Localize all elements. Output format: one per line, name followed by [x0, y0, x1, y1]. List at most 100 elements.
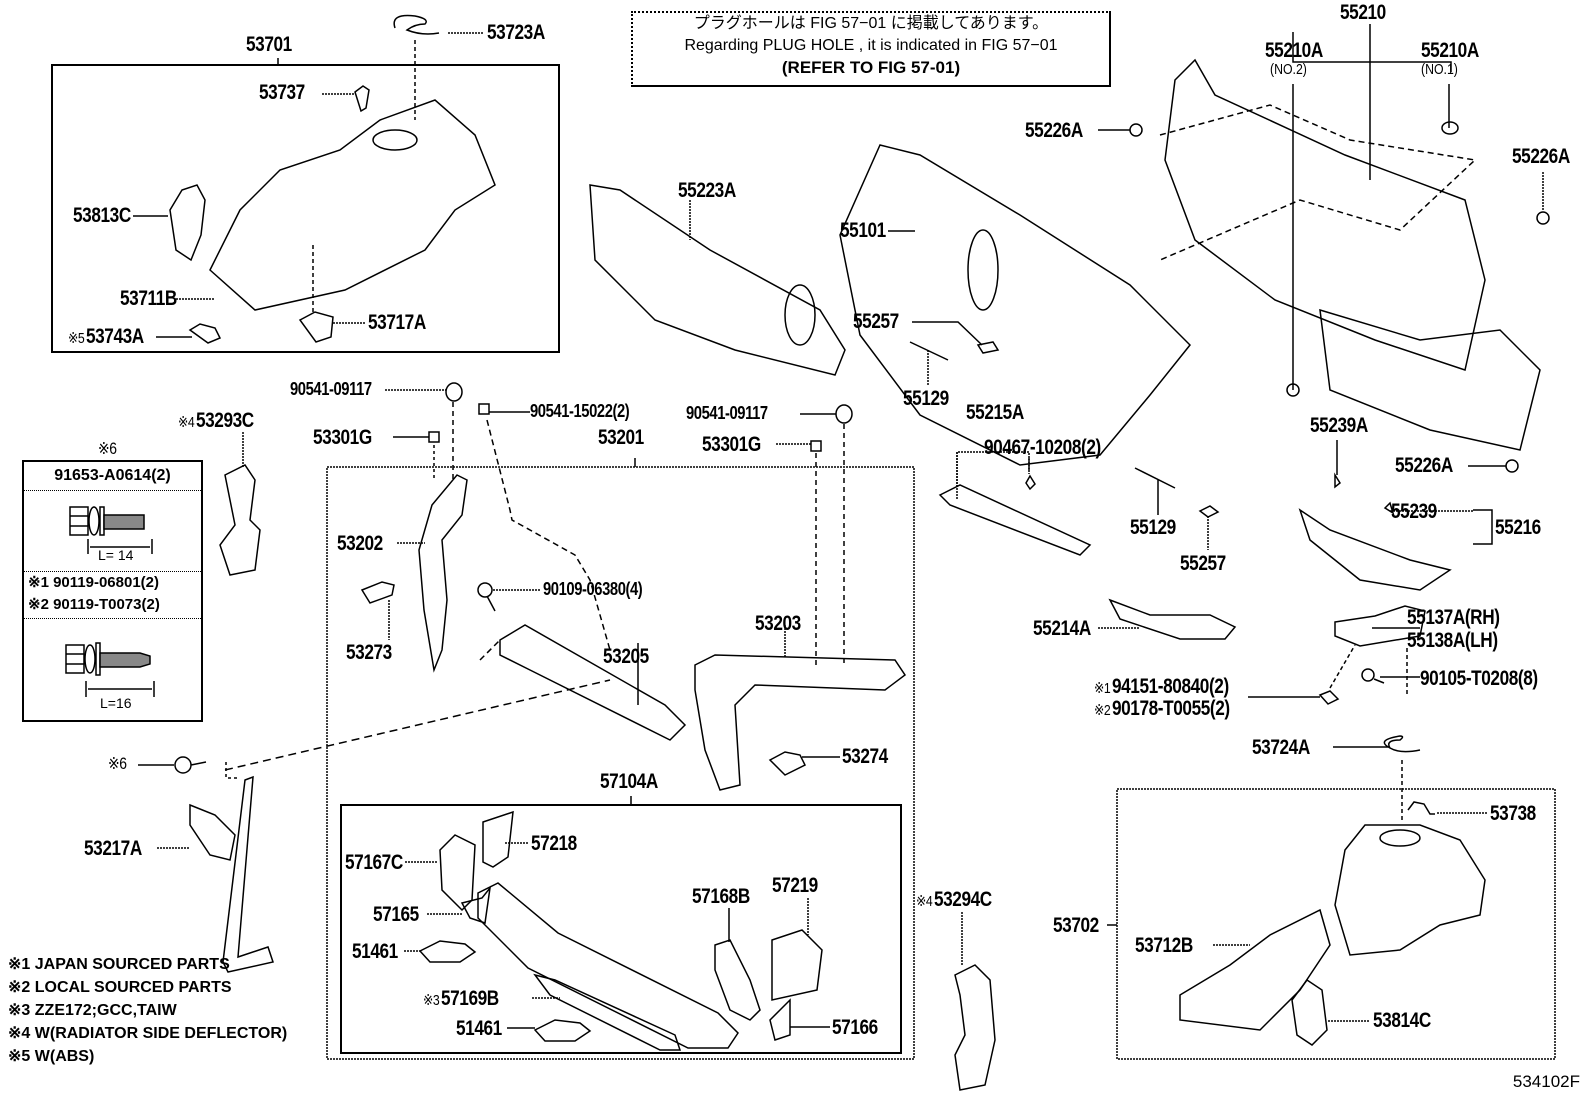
part-label-55210A-no2[interactable]: 55210A [1265, 39, 1323, 62]
group-label-53201[interactable]: 53201 [598, 426, 644, 449]
dash-53205 [479, 639, 501, 661]
part-label-55226A-lower[interactable]: 55226A [1395, 454, 1453, 477]
part-label-57165[interactable]: 57165 [373, 903, 419, 926]
leader-55257a [912, 321, 983, 346]
part-55101 [839, 144, 1192, 466]
part-label-55214A[interactable]: 55214A [1033, 617, 1091, 640]
part-label-53294C[interactable]: ※453294C [916, 888, 992, 911]
part-label-90541-15022[interactable]: 90541-15022(2) [530, 401, 630, 421]
part-53293C [219, 464, 261, 576]
part-label-90105-T0208[interactable]: 90105-T0208(8) [1420, 667, 1538, 690]
part-label-90467-10208[interactable]: 90467-10208(2) [984, 436, 1101, 459]
part-53274 [768, 751, 807, 776]
part-label-53293C[interactable]: ※453293C [178, 409, 254, 432]
part-label-53301G-left[interactable]: 53301G [313, 426, 372, 449]
part-label-55210A-no1[interactable]: 55210A [1421, 39, 1479, 62]
part-label-6-bolt[interactable]: ※6 [108, 754, 127, 773]
part-label-55223A[interactable]: 55223A [678, 179, 736, 202]
part-label-53743A[interactable]: ※553743A [68, 325, 144, 348]
part-label-55137A-rh[interactable]: 55137A(RH) [1407, 606, 1500, 629]
bolt-a-icon [69, 506, 153, 554]
part-53217A [189, 775, 274, 973]
part-label-53202[interactable]: 53202 [337, 532, 383, 555]
bolt-b2-part-number[interactable]: ※2 90119-T0073(2) [28, 596, 160, 613]
part-label-53813C[interactable]: 53813C [73, 204, 131, 227]
part-55129b [1134, 467, 1176, 489]
part-label-53301G-right[interactable]: 53301G [702, 433, 761, 456]
part-90109-bolt [477, 582, 496, 612]
part-label-57168B[interactable]: 57168B [692, 885, 750, 908]
part-label-55129-lower[interactable]: 55129 [1130, 516, 1176, 539]
part-53814C [1291, 978, 1328, 1046]
part-label-55239A[interactable]: 55239A [1310, 414, 1368, 437]
part-label-53737[interactable]: 53737 [259, 81, 305, 104]
part-label-53217A[interactable]: 53217A [84, 837, 142, 860]
group-label-55210[interactable]: 55210 [1340, 1, 1386, 24]
part-57166 [769, 998, 791, 1041]
part-label-94151-80840[interactable]: ※194151-80840(2) [1094, 675, 1229, 698]
plug-hole-note: プラグホールは FIG 57−01 に掲載してあります。 Regarding P… [631, 11, 1111, 87]
group-label-57104A[interactable]: 57104A [600, 770, 658, 793]
group-label-53702[interactable]: 53702 [1053, 914, 1099, 937]
part-53712B [1179, 908, 1331, 1031]
part-label-53205[interactable]: 53205 [603, 645, 649, 668]
part-label-53738[interactable]: 53738 [1490, 802, 1536, 825]
leader-55210 [1292, 32, 1452, 72]
part-label-57167C[interactable]: 57167C [345, 851, 403, 874]
group-label-55215A[interactable]: 55215A [966, 401, 1024, 424]
part-label-90541-09117-right[interactable]: 90541-09117 [686, 403, 768, 423]
part-55223A-hole [784, 284, 816, 346]
bolt-b1-part-number[interactable]: ※1 90119-06801(2) [28, 574, 160, 591]
part-label-55138A-lh[interactable]: 55138A(LH) [1407, 629, 1498, 652]
part-label-55129-upper[interactable]: 55129 [903, 387, 949, 410]
part-53737 [354, 85, 370, 113]
part-label-51461-lower[interactable]: 51461 [456, 1017, 502, 1040]
group-label-53701[interactable]: 53701 [246, 33, 292, 56]
part-label-53712B[interactable]: 53712B [1135, 934, 1193, 957]
dash-6 [225, 762, 238, 779]
part-label-55257-lower[interactable]: 55257 [1180, 552, 1226, 575]
bolt-b-icon [65, 642, 155, 697]
part-55129a [909, 341, 949, 361]
part-90105-bolt [1361, 668, 1385, 684]
group-label-55216[interactable]: 55216 [1495, 516, 1541, 539]
part-53701-strut-tower [372, 129, 418, 151]
part-55214A [1108, 598, 1237, 640]
part-51461a [418, 940, 477, 963]
part-label-57169B[interactable]: ※357169B [423, 987, 499, 1010]
part-label-55226A-right[interactable]: 55226A [1512, 145, 1570, 168]
part-57218 [482, 810, 514, 868]
part-label-53717A[interactable]: 53717A [368, 311, 426, 334]
part-label-53274[interactable]: 53274 [842, 745, 888, 768]
part-label-55101[interactable]: 55101 [840, 219, 886, 242]
part-label-53711B[interactable]: 53711B [120, 287, 177, 310]
part-label-55210A-no1-qualifier: (NO.1) [1421, 61, 1458, 78]
note-line-japanese: プラグホールは FIG 57−01 に掲載してあります。 [693, 15, 1049, 32]
part-label-53273[interactable]: 53273 [346, 641, 392, 664]
part-label-90178-T0055[interactable]: ※290178-T0055(2) [1094, 697, 1230, 720]
part-label-53723A[interactable]: 53723A [487, 21, 545, 44]
bolt-a-part-number[interactable]: 91653-A0614(2) [24, 462, 201, 491]
dash-90541-15022 [486, 419, 611, 651]
part-55239 [1383, 501, 1395, 515]
part-label-55226A-left[interactable]: 55226A [1025, 119, 1083, 142]
part-label-51461-upper[interactable]: 51461 [352, 940, 398, 963]
part-53738 [1407, 801, 1435, 815]
part-label-53724A[interactable]: 53724A [1252, 736, 1310, 759]
part-label-90109-06380[interactable]: 90109-06380(4) [543, 579, 643, 599]
part-label-57219[interactable]: 57219 [772, 874, 818, 897]
part-label-57166[interactable]: 57166 [832, 1016, 878, 1039]
note-line-reference: (REFER TO FIG 57-01) [781, 58, 961, 77]
part-label-90541-09117-left[interactable]: 90541-09117 [290, 379, 372, 399]
part-label-55239[interactable]: 55239 [1391, 500, 1437, 523]
part-label-55257-upper[interactable]: 55257 [853, 310, 899, 333]
part-label-57218[interactable]: 57218 [531, 832, 577, 855]
part-90467-clip [1025, 474, 1036, 491]
legend-item-3: ※3 ZZE172;GCC,TAIW [8, 1002, 177, 1019]
part-label-53814C[interactable]: 53814C [1373, 1009, 1431, 1032]
part-label-53203[interactable]: 53203 [755, 612, 801, 635]
group-box-53702 [1116, 788, 1556, 1060]
footnote-mark: ※5 [68, 330, 85, 347]
legend-item-4: ※4 W(RADIATOR SIDE DEFLECTOR) [8, 1025, 288, 1042]
